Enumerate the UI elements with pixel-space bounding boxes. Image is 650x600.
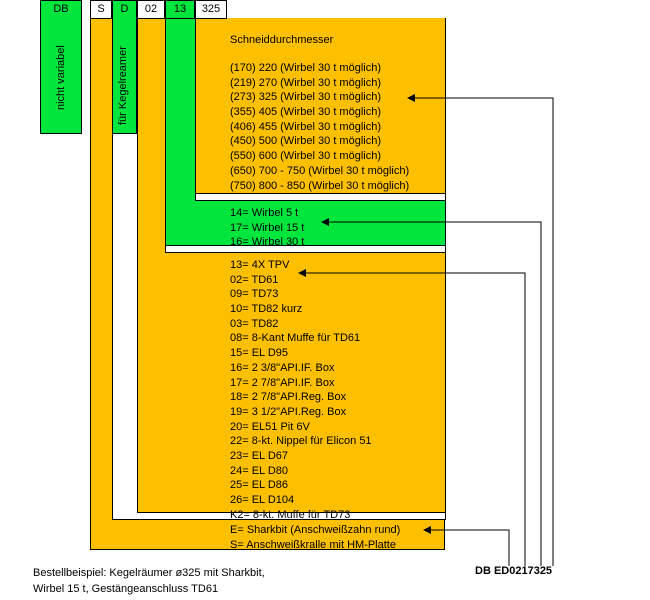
list-item: (650) 700 - 750 (Wirbel 30 t möglich) <box>230 164 410 177</box>
list-item: 24= EL D80 <box>230 464 288 477</box>
list-item: 26= EL D104 <box>230 494 295 506</box>
list-item: (406) 455 (Wirbel 30 t möglich) <box>230 120 382 133</box>
header-s: S <box>90 0 112 19</box>
list-item: S= Anschweißkralle mit HM-Platte <box>230 538 396 551</box>
swivel-list: 14= Wirbel 5 t 17= Wirbel 15 t 16= Wirbe… <box>230 206 304 250</box>
d-column <box>112 18 137 134</box>
list-item: 10= TD82 kurz <box>230 303 303 316</box>
connection-list: 13= 4X TPV 02= TD61 09= TD73 10= TD82 ku… <box>230 258 372 522</box>
connector-cutter <box>423 526 510 566</box>
order-example-text: Bestellbeispiel: Kegelräumer ø325 mit Sh… <box>33 565 265 597</box>
list-item: 23= EL D67 <box>230 449 288 462</box>
list-item: (219) 270 (Wirbel 30 t möglich) <box>230 76 382 89</box>
list-item: E= Sharkbit (Anschweißzahn rund) <box>230 524 401 536</box>
list-item: 14= Wirbel 5 t <box>230 207 299 219</box>
list-item: (750) 800 - 850 (Wirbel 30 t möglich) <box>230 179 410 192</box>
list-item: 17= Wirbel 15 t <box>230 221 305 234</box>
list-item: 16= Wirbel 30 t <box>230 236 305 249</box>
list-item: K2= 8-kt. Muffe für TD73 <box>230 508 351 521</box>
list-item: (355) 405 (Wirbel 30 t möglich) <box>230 106 382 119</box>
order-example-line-2: Wirbel 15 t, Gestängeanschluss TD61 <box>33 583 219 595</box>
order-code: DB ED0217325 <box>475 565 553 577</box>
list-item: 22= 8-kt. Nippel für Elicon 51 <box>230 435 372 448</box>
header-13: 13 <box>165 0 195 19</box>
header-02: 02 <box>137 0 165 19</box>
list-item: (550) 600 (Wirbel 30 t möglich) <box>230 150 382 163</box>
list-item: 20= EL51 Pit 6V <box>230 420 310 433</box>
list-item: 19= 3 1/2"API.Reg. Box <box>230 405 347 418</box>
list-item: 13= 4X TPV <box>230 259 290 271</box>
connector-swivel <box>321 218 542 566</box>
list-item: (450) 500 (Wirbel 30 t möglich) <box>230 135 382 148</box>
list-item: 16= 2 3/8"API.IF. Box <box>230 361 335 374</box>
list-item: 18= 2 7/8"API.Reg. Box <box>230 391 347 404</box>
list-item: 08= 8-Kant Muffe für TD61 <box>230 332 361 345</box>
cutting-diameter-title: Schneiddurchmesser <box>230 34 334 46</box>
connector-connection <box>298 269 526 566</box>
list-item: 09= TD73 <box>230 288 279 301</box>
order-example-line-1: Bestellbeispiel: Kegelräumer ø325 mit Sh… <box>33 567 265 579</box>
cutting-diameter-list: (170) 220 (Wirbel 30 t möglich) (219) 27… <box>230 61 409 193</box>
cutting-diameter-box <box>195 18 446 194</box>
list-item: 02= TD61 <box>230 273 279 286</box>
list-item: 25= EL D86 <box>230 479 288 492</box>
list-item: 15= EL D95 <box>230 347 288 360</box>
list-item: 03= TD82 <box>230 317 279 330</box>
db-column <box>40 18 82 134</box>
header-d: D <box>112 0 137 19</box>
connector-diameter <box>407 94 554 566</box>
list-item: (170) 220 (Wirbel 30 t möglich) <box>230 62 382 74</box>
header-325: 325 <box>195 0 227 19</box>
cutter-type-list: E= Sharkbit (Anschweißzahn rund) S= Ansc… <box>230 523 400 552</box>
list-item: 17= 2 7/8"API.IF. Box <box>230 376 335 389</box>
list-item: (273) 325 (Wirbel 30 t möglich) <box>230 91 382 104</box>
